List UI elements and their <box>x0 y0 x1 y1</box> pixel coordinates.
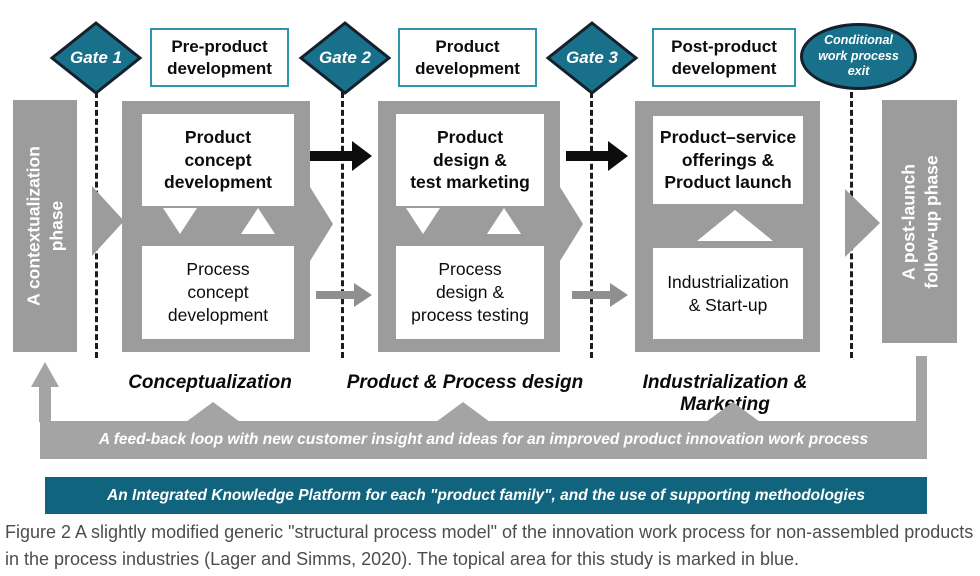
stage-label-product-process-design: Product & Process design <box>346 372 584 393</box>
phase-box-product: Product development <box>398 28 537 87</box>
conditional-exit-ellipse: Conditional work process exit <box>800 23 917 90</box>
contextualization-phase-label: A contextualization phase <box>23 146 66 306</box>
stage-label-conceptualization: Conceptualization <box>128 372 292 393</box>
up-triangle-icon <box>241 208 275 234</box>
flow-arrow-black-1-icon <box>310 141 372 171</box>
flow-arrow-gray-2-icon <box>572 283 628 307</box>
feedback-bump-icon <box>706 402 760 422</box>
feedback-up-arrow-icon <box>31 362 59 387</box>
entry-arrow-icon <box>92 186 124 256</box>
industrialization-startup-box: Industrialization & Start-up <box>653 248 803 339</box>
flow-arrow-black-2-icon <box>566 141 628 171</box>
post-launch-phase-label: A post-launch follow-up phase <box>897 154 941 289</box>
product-concept-development-box: Product concept development <box>142 114 294 206</box>
diamond-icon <box>298 21 392 95</box>
process-design-box: Process design & process testing <box>396 246 544 339</box>
down-triangle-icon <box>163 208 197 234</box>
gate-2-diamond: Gate 2 <box>298 20 392 96</box>
product-service-offerings-box: Product–service offerings & Product laun… <box>653 116 803 204</box>
gate-1-diamond: Gate 1 <box>49 20 143 96</box>
feedback-loop-label: A feed-back loop with new customer insig… <box>98 431 869 448</box>
contextualization-phase-bar: A contextualization phase <box>13 100 77 352</box>
arrow-head <box>354 283 372 307</box>
gate-3-label: Gate 3 <box>566 48 618 67</box>
gate-3-dashed-line <box>590 92 593 358</box>
phase-box-post-product: Post-product development <box>652 28 796 87</box>
down-triangle-icon <box>406 208 440 234</box>
block-industrialization-marketing: Product–service offerings & Product laun… <box>635 101 820 352</box>
block-right-arrow-icon <box>560 187 583 261</box>
product-design-box: Product design & test marketing <box>396 114 544 206</box>
knowledge-platform-bar: An Integrated Knowledge Platform for eac… <box>45 477 927 514</box>
feedback-right-connector <box>916 356 927 422</box>
figure-caption: Figure 2 A slightly modified generic "st… <box>5 522 974 569</box>
gate-2-dashed-line <box>341 92 344 358</box>
arrow-head <box>352 141 372 171</box>
exit-arrow-icon <box>845 189 880 257</box>
arrow-shaft <box>572 291 610 299</box>
gate-3-diamond: Gate 3 <box>545 20 639 96</box>
post-launch-phase-bar: A post-launch follow-up phase <box>882 100 957 343</box>
gate-2-label: Gate 2 <box>319 48 371 67</box>
phase-box-pre-product: Pre-product development <box>150 28 289 87</box>
feedback-bump-icon <box>436 402 490 422</box>
up-triangle-icon <box>697 210 773 241</box>
block-conceptualization: Product concept development Process conc… <box>122 101 333 352</box>
block-right-arrow-icon <box>310 187 333 261</box>
arrow-shaft <box>310 151 352 161</box>
arrow-shaft <box>566 151 608 161</box>
arrow-head <box>608 141 628 171</box>
knowledge-platform-label: An Integrated Knowledge Platform for eac… <box>107 486 865 504</box>
arrow-head <box>610 283 628 307</box>
gate-1-label: Gate 1 <box>70 48 122 67</box>
up-triangle-icon <box>487 208 521 234</box>
flow-arrow-gray-1-icon <box>316 283 372 307</box>
feedback-loop-bar: A feed-back loop with new customer insig… <box>40 421 927 459</box>
process-concept-development-box: Process concept development <box>142 246 294 339</box>
feedback-arrow-shaft <box>39 386 51 422</box>
arrow-shaft <box>316 291 354 299</box>
block-product-process-design: Product design & test marketing Process … <box>378 101 583 352</box>
feedback-bump-icon <box>186 402 240 422</box>
